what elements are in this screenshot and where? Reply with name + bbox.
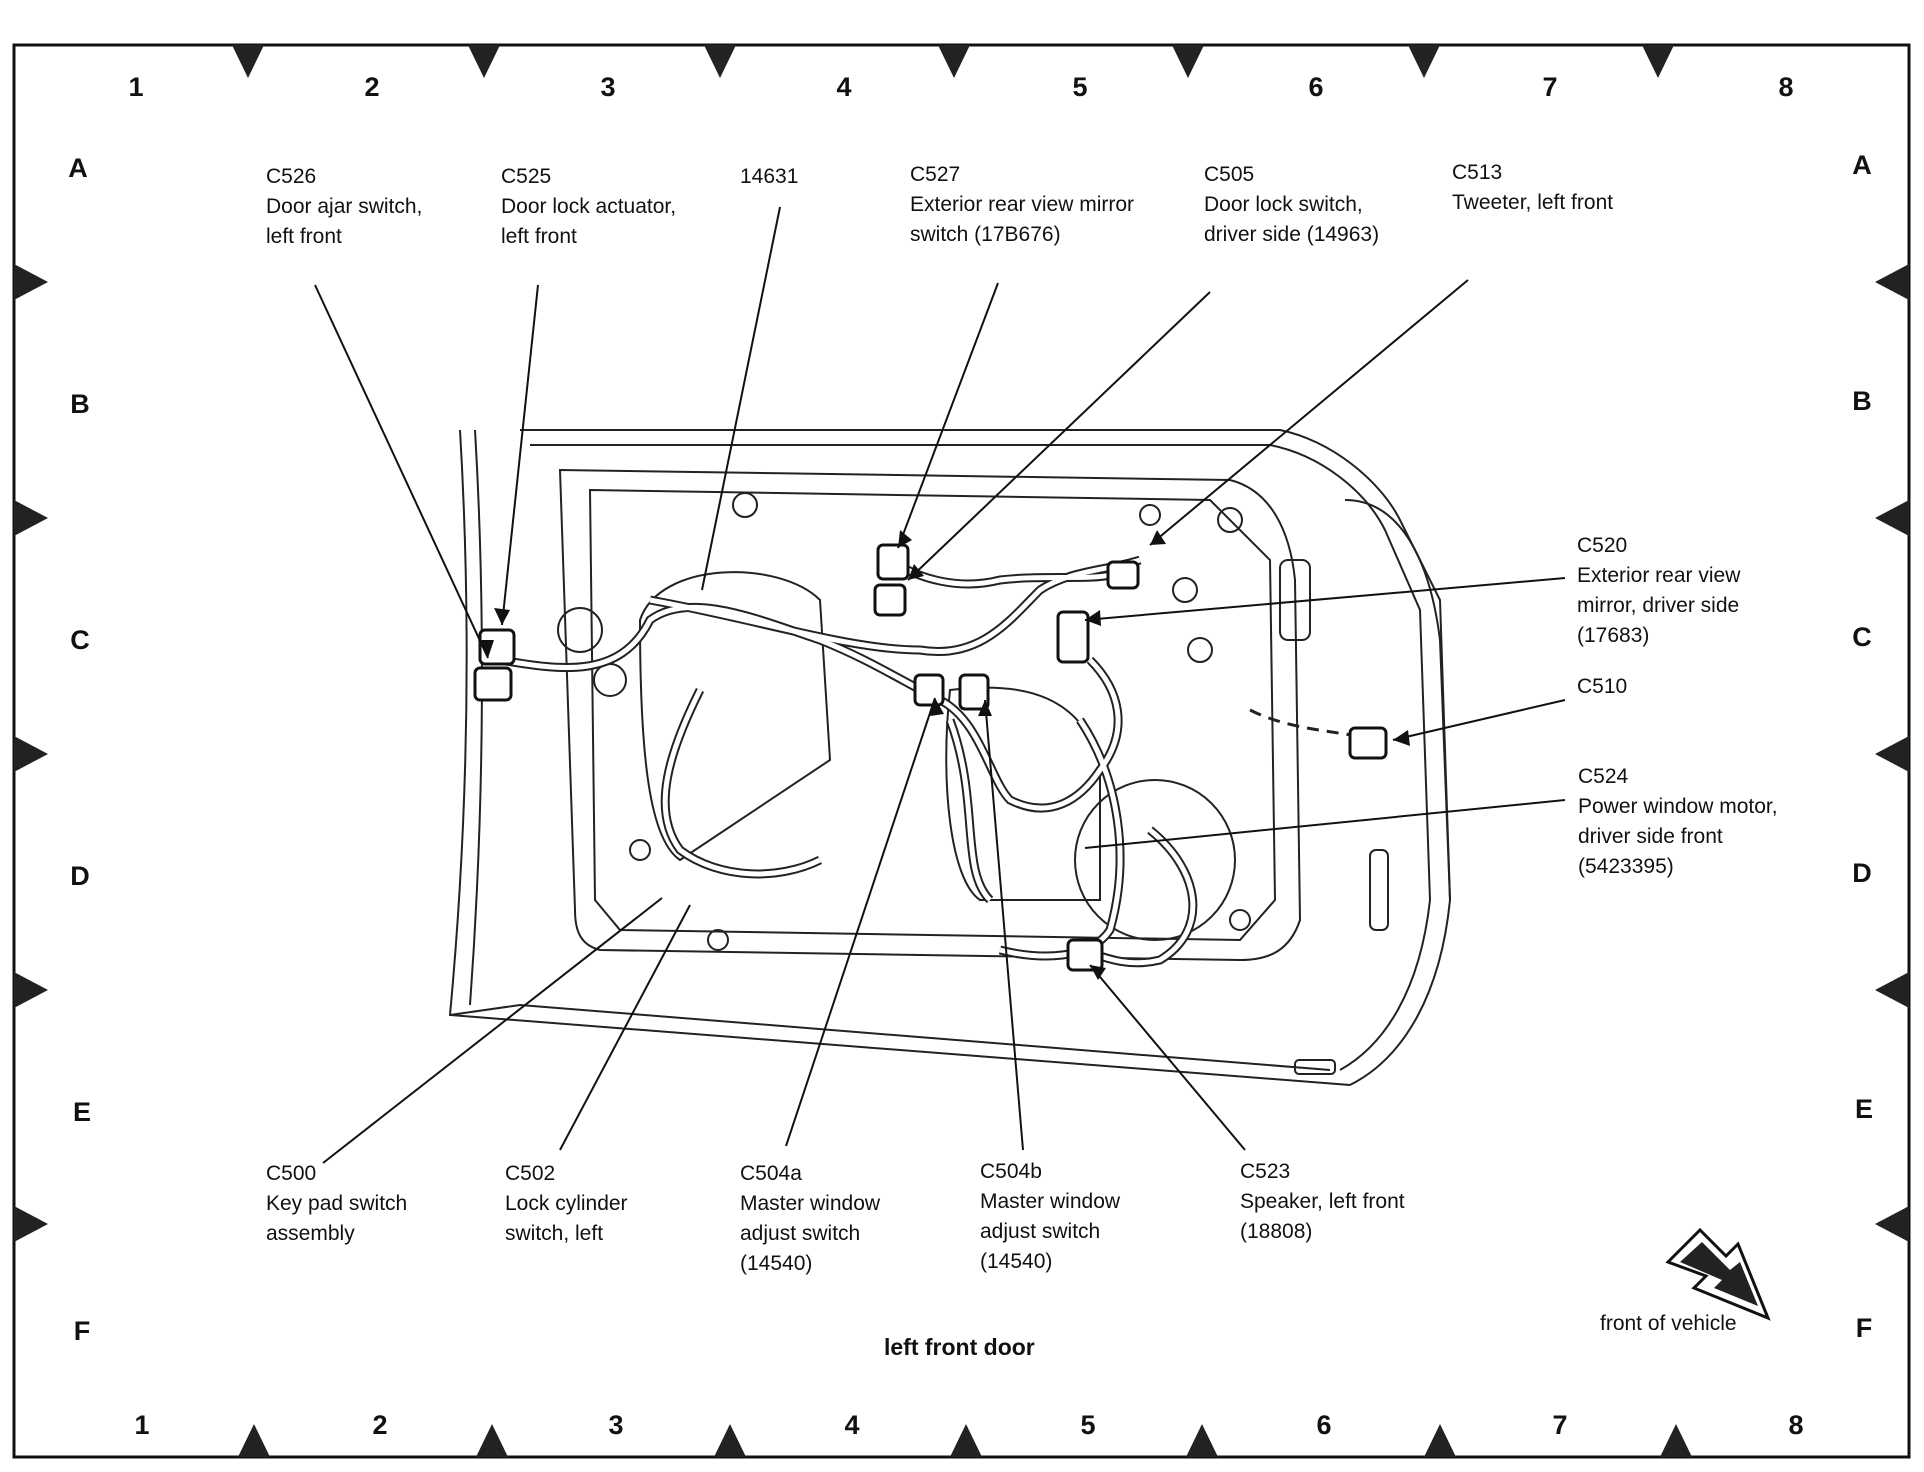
grid-col-top-2: 2 xyxy=(364,72,380,102)
callout-text: assembly xyxy=(266,1222,355,1245)
callout-code: C526 xyxy=(266,165,317,188)
callout-text: switch, left xyxy=(505,1222,604,1245)
callout-text: mirror, driver side xyxy=(1577,594,1740,617)
callout-text: Door lock actuator, xyxy=(501,195,677,218)
callout-text: driver side front xyxy=(1578,825,1723,848)
grid-col-top-6: 6 xyxy=(1308,72,1324,102)
grid-row-right-b: B xyxy=(1852,386,1872,416)
callout-text: Power window motor, xyxy=(1578,795,1778,818)
front-of-vehicle-label: front of vehicle xyxy=(1600,1312,1737,1335)
door-outline xyxy=(448,429,1452,1086)
leader-lines xyxy=(314,206,1566,1164)
callout-code: C510 xyxy=(1577,675,1628,698)
callout-text: Master window xyxy=(980,1190,1121,1213)
grid-col-bottom-5: 5 xyxy=(1080,1410,1096,1440)
callout-text: (14540) xyxy=(980,1250,1053,1273)
grid-col-top-5: 5 xyxy=(1072,72,1088,102)
border-markers xyxy=(14,45,1909,1457)
callout-text: Speaker, left front xyxy=(1240,1190,1405,1213)
grid-col-top-4: 4 xyxy=(836,72,852,102)
grid-col-bottom-8: 8 xyxy=(1788,1410,1804,1440)
grid-col-bottom-1: 1 xyxy=(134,1410,150,1440)
callout-14631: 14631 xyxy=(740,162,798,192)
grid-col-top-3: 3 xyxy=(600,72,616,102)
diagram-caption: left front door xyxy=(884,1334,1035,1360)
leader-arrowheads xyxy=(478,530,1410,980)
callout-c525: C525 Door lock actuator, left front xyxy=(501,162,676,252)
callout-c504b: C504b Master window adjust switch (14540… xyxy=(980,1157,1120,1277)
grid-col-bottom-6: 6 xyxy=(1316,1410,1332,1440)
callout-c526: C526 Door ajar switch, left front xyxy=(266,162,422,252)
callout-text: (18808) xyxy=(1240,1220,1313,1243)
grid-col-top-1: 1 xyxy=(128,72,144,102)
callout-code: C504a xyxy=(740,1162,802,1185)
callout-text: (5423395) xyxy=(1578,855,1674,878)
hidden-wire xyxy=(1249,708,1381,742)
grid-row-right-f: F xyxy=(1855,1313,1873,1343)
grid-row-left-f: F xyxy=(73,1316,91,1346)
callout-code: C504b xyxy=(980,1160,1042,1183)
callout-text: adjust switch xyxy=(740,1222,861,1245)
grid-col-top-7: 7 xyxy=(1542,72,1558,102)
grid-row-left-b: B xyxy=(70,389,90,419)
callout-c523: C523 Speaker, left front (18808) xyxy=(1240,1157,1405,1247)
callout-code: C500 xyxy=(266,1162,317,1185)
grid-row-right-d: D xyxy=(1852,858,1872,888)
callout-c502: C502 Lock cylinder switch, left xyxy=(505,1159,628,1249)
callout-text: Tweeter, left front xyxy=(1452,191,1614,214)
connectors xyxy=(473,543,1388,972)
callout-code: C524 xyxy=(1578,765,1629,788)
callout-c524: C524 Power window motor, driver side fro… xyxy=(1578,762,1778,882)
callout-c527: C527 Exterior rear view mirror switch (1… xyxy=(910,160,1134,250)
grid-col-bottom-4: 4 xyxy=(844,1410,860,1440)
callout-text: left front xyxy=(266,225,342,248)
callout-text: Exterior rear view xyxy=(1577,564,1741,587)
grid-col-bottom-3: 3 xyxy=(608,1410,624,1440)
grid-col-top-8: 8 xyxy=(1778,72,1794,102)
grid-row-left-d: D xyxy=(70,861,90,891)
callout-code: C527 xyxy=(910,163,961,186)
callout-text: Key pad switch xyxy=(266,1192,408,1215)
grid-col-bottom-2: 2 xyxy=(372,1410,388,1440)
callout-text: switch (17B676) xyxy=(910,223,1061,246)
callout-text: Exterior rear view mirror xyxy=(910,193,1135,216)
grid-row-left-e: E xyxy=(72,1097,91,1127)
callout-code: C505 xyxy=(1204,163,1255,186)
callout-c510: C510 xyxy=(1577,672,1627,702)
callout-text: adjust switch xyxy=(980,1220,1101,1243)
callout-code: C502 xyxy=(505,1162,556,1185)
grid-row-right-c: C xyxy=(1852,622,1872,652)
callout-code: C525 xyxy=(501,165,552,188)
callout-code: 14631 xyxy=(740,165,799,188)
callout-text: driver side (14963) xyxy=(1204,223,1380,246)
callout-text: Master window xyxy=(740,1192,881,1215)
callout-code: C513 xyxy=(1452,161,1503,184)
grid-col-bottom-7: 7 xyxy=(1552,1410,1568,1440)
callout-code: C520 xyxy=(1577,534,1628,557)
grid-row-left-a: A xyxy=(68,153,88,183)
callout-code: C523 xyxy=(1240,1160,1291,1183)
callout-text: Lock cylinder xyxy=(505,1192,628,1215)
callout-c513: C513 Tweeter, left front xyxy=(1452,158,1613,218)
front-of-vehicle-arrow-icon xyxy=(1665,1227,1771,1321)
grid-row-right-a: A xyxy=(1852,150,1872,180)
callout-c504a: C504a Master window adjust switch (14540… xyxy=(740,1159,880,1279)
callout-text: (14540) xyxy=(740,1252,813,1275)
callout-c500: C500 Key pad switch assembly xyxy=(266,1159,407,1249)
grid-row-left-c: C xyxy=(70,625,90,655)
callout-text: Door lock switch, xyxy=(1204,193,1363,216)
grid-row-right-e: E xyxy=(1854,1094,1873,1124)
callout-c505: C505 Door lock switch, driver side (1496… xyxy=(1204,160,1379,250)
callout-text: Door ajar switch, xyxy=(266,195,423,218)
callout-text: (17683) xyxy=(1577,624,1650,647)
callout-text: left front xyxy=(501,225,577,248)
callout-c520: C520 Exterior rear view mirror, driver s… xyxy=(1577,531,1740,651)
